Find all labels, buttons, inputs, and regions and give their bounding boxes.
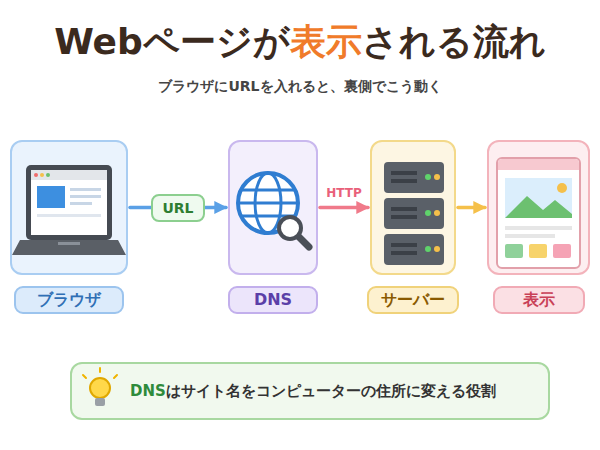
webpage-icon	[497, 158, 580, 268]
box-grounds	[11, 141, 589, 419]
step-box: DNS	[228, 140, 318, 275]
text-char: ュ	[301, 382, 316, 400]
text-char: N	[142, 382, 155, 400]
server-icon	[384, 162, 444, 265]
box-ground	[371, 141, 455, 274]
step-label: DNS	[228, 286, 318, 314]
text-char: 役	[466, 382, 481, 400]
text-char: れ	[399, 21, 436, 62]
text-char: サ	[181, 382, 196, 400]
text-char: ー	[346, 382, 361, 400]
note-text: DNSはサイト名をコンピューターの住所に変える役割	[130, 382, 496, 401]
text-char: コ	[256, 382, 271, 400]
text-char: 変	[421, 382, 436, 400]
step-box: 表示	[487, 140, 590, 275]
laptop-icon	[12, 165, 126, 255]
step-box: ブラウザ	[10, 140, 128, 275]
box-ground	[229, 141, 317, 274]
text-char: 表	[290, 21, 326, 62]
url-tag: URL	[151, 194, 204, 222]
text-char: ン	[271, 382, 286, 400]
text-char: 割	[481, 382, 496, 400]
info-box: DNSはサイト名をコンピューターの住所に変える役割	[70, 362, 550, 420]
lightbulb-icon	[83, 368, 117, 406]
text-char: W	[54, 21, 92, 62]
text-char: さ	[362, 21, 399, 62]
text-char: S	[155, 382, 166, 400]
text-char: e	[93, 21, 117, 62]
text-char: れ	[509, 21, 546, 62]
box-ground	[11, 141, 127, 274]
box-ground	[71, 363, 549, 419]
text-char: ト	[211, 382, 226, 400]
text-char: ジ	[216, 21, 253, 62]
flow-arrow	[458, 206, 485, 210]
text-char: ペ	[143, 21, 180, 62]
box-ground	[488, 141, 589, 274]
subtitle: ブラウザにURLを入れると、裏側でこう動く	[0, 78, 600, 96]
text-char: イ	[196, 382, 211, 400]
step-box: サーバー	[370, 140, 456, 275]
text-char: D	[130, 382, 142, 400]
text-char: ー	[316, 382, 331, 400]
text-char: b	[117, 21, 143, 62]
step-label: サーバー	[367, 286, 459, 314]
text-char: ピ	[286, 382, 301, 400]
text-char: を	[241, 382, 256, 400]
text-char: に	[406, 382, 421, 400]
text-char: 住	[376, 382, 391, 400]
protocol-label: HTTP	[324, 186, 363, 200]
text-char: が	[253, 21, 290, 62]
text-char: 流	[473, 21, 509, 62]
text-char: 所	[391, 382, 406, 400]
text-char: は	[166, 382, 181, 400]
text-char: の	[361, 382, 376, 400]
flow-arrow	[320, 206, 368, 210]
text-char: ー	[180, 21, 216, 62]
text-char: る	[451, 382, 466, 400]
text-char: え	[436, 382, 451, 400]
globe-icon	[238, 173, 309, 247]
title: Webページが表示される流れ	[0, 18, 600, 67]
text-char: タ	[331, 382, 346, 400]
text-char: る	[436, 21, 473, 62]
text-char: 示	[326, 21, 362, 62]
step-label: ブラウザ	[14, 286, 124, 314]
text-char: 名	[226, 382, 241, 400]
step-label: 表示	[493, 286, 585, 314]
